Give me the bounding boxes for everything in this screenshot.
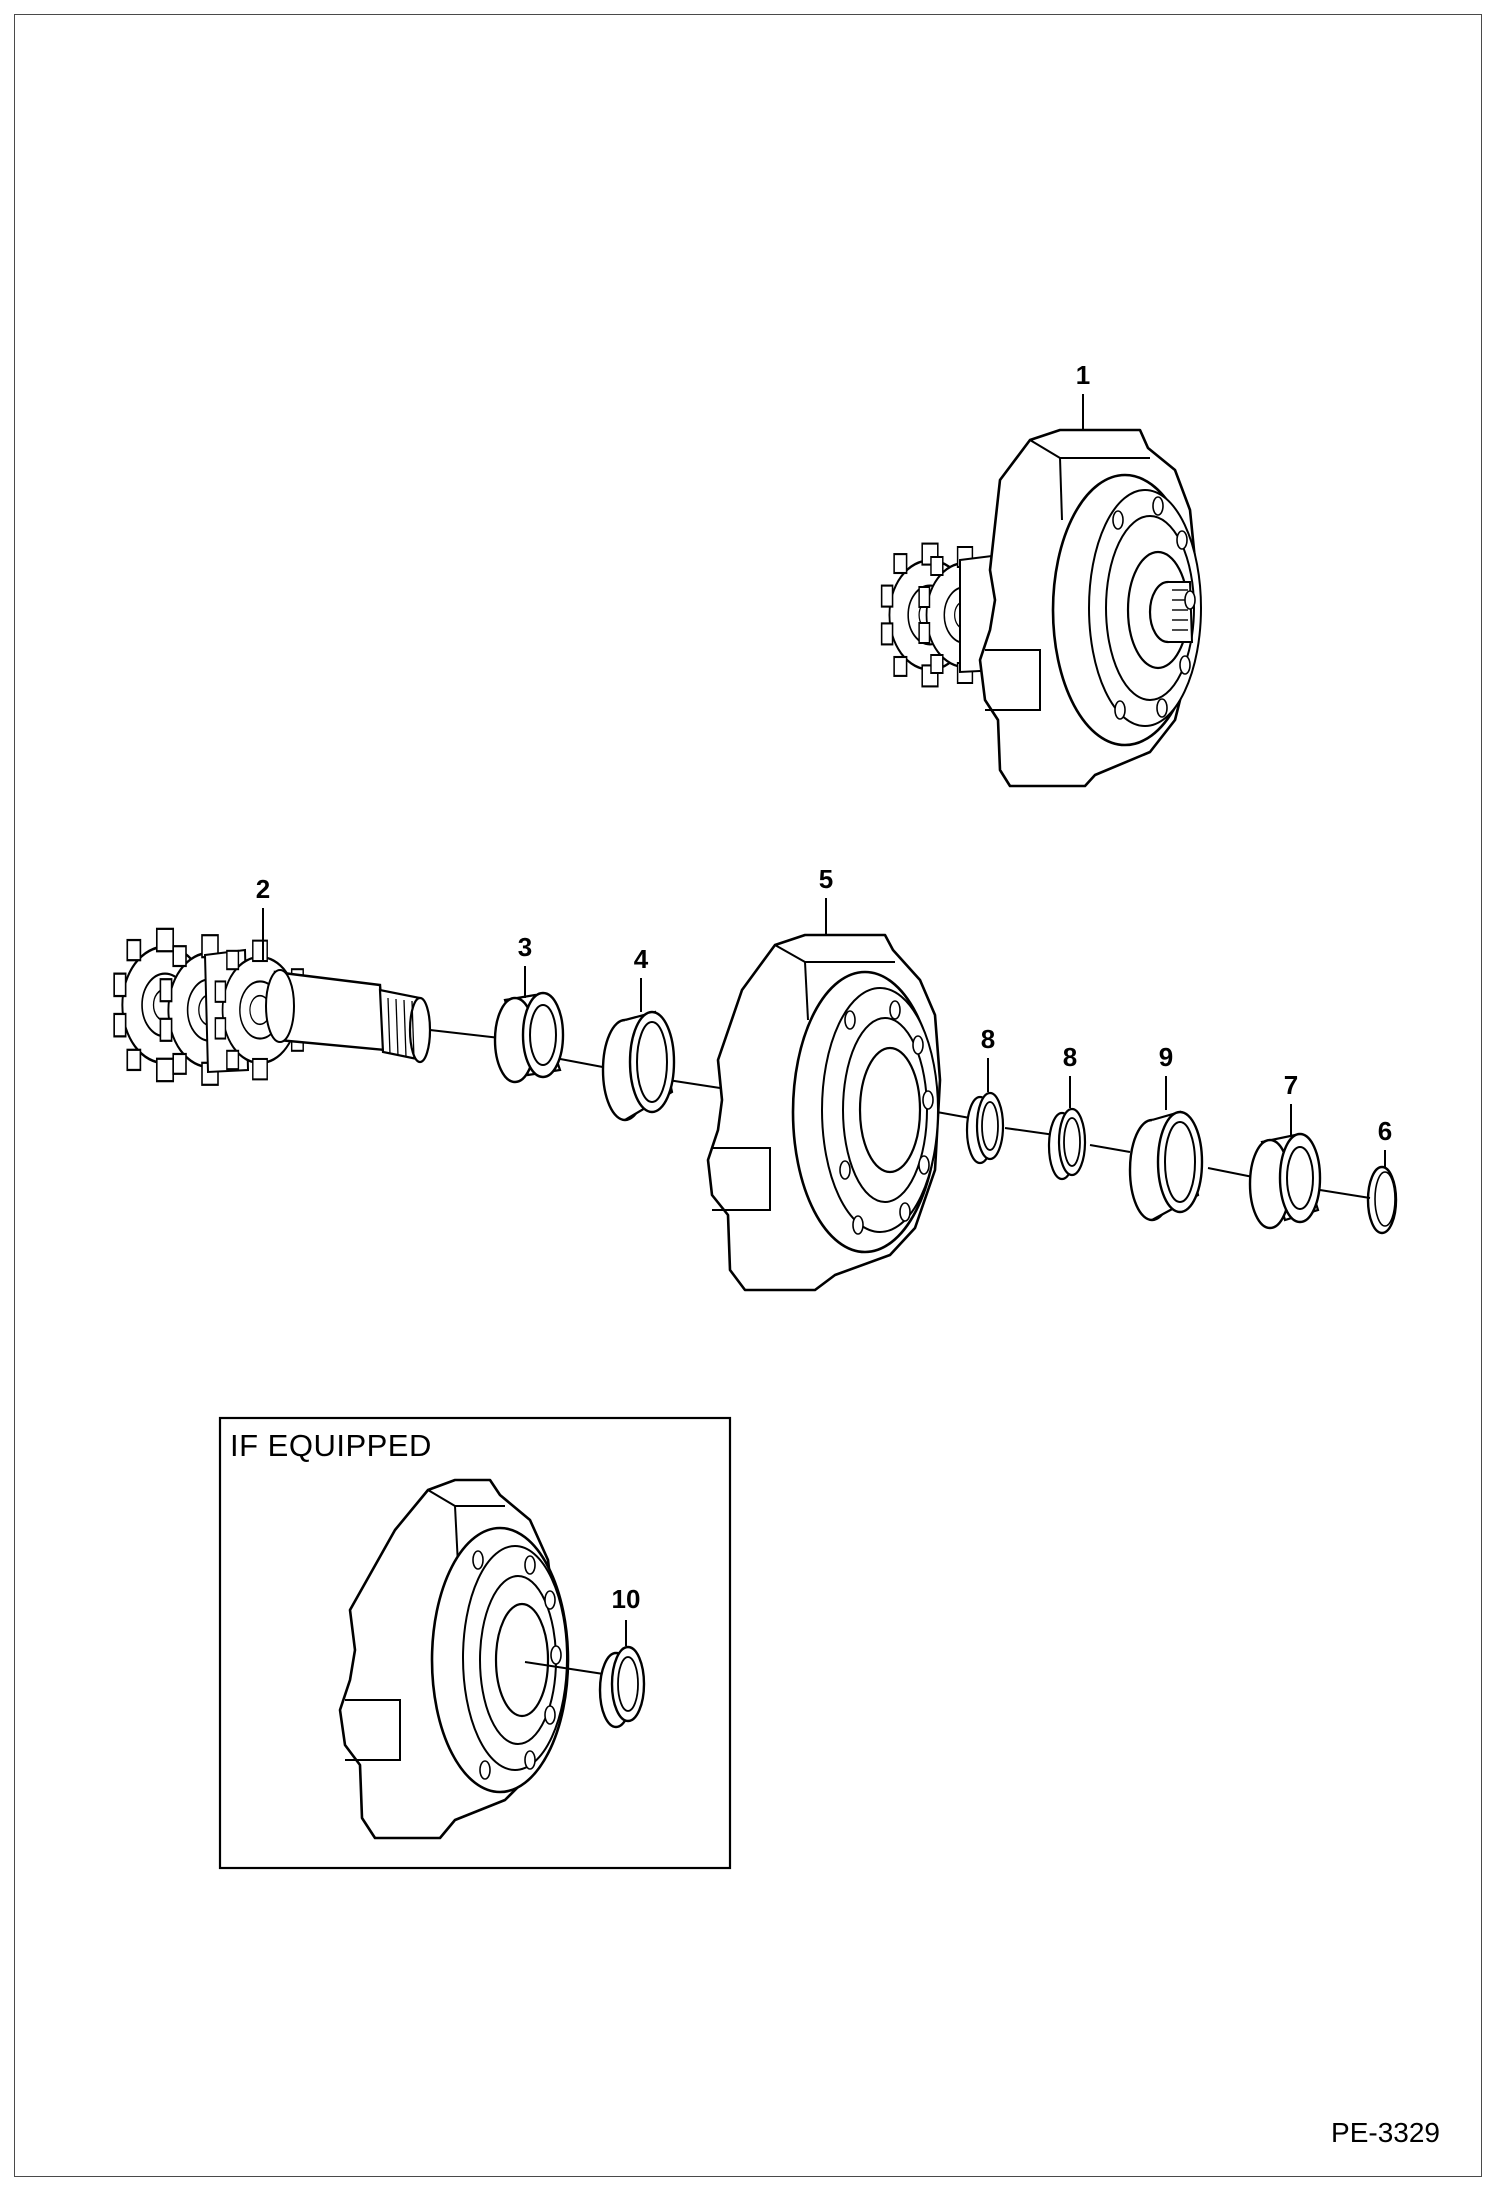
bearing-cup-4	[601, 1010, 676, 1122]
figure-code: PE-3329	[1331, 2117, 1440, 2148]
callout-1: 1	[1076, 360, 1090, 390]
seal-8a	[965, 1091, 1005, 1165]
snap-ring-6	[1366, 1165, 1398, 1235]
callout-9: 9	[1159, 1042, 1173, 1072]
bearing-3	[493, 991, 565, 1084]
exploded-row: 2 3 4	[112, 864, 1398, 1292]
drawing-frame	[14, 14, 1482, 2177]
inset-title: IF EQUIPPED	[230, 1428, 432, 1463]
callout-4: 4	[634, 944, 649, 974]
bearing-cup-9	[1128, 1110, 1204, 1222]
callout-5: 5	[819, 864, 833, 894]
callout-6: 6	[1378, 1116, 1392, 1146]
callout-7: 7	[1284, 1070, 1298, 1100]
bearing-7	[1248, 1132, 1322, 1230]
callout-8a: 8	[981, 1024, 995, 1054]
motor-housing-5	[706, 933, 942, 1292]
motor-housing-inset	[338, 1478, 570, 1840]
drive-motor-assembly: 1	[880, 360, 1202, 788]
seal-8b	[1047, 1107, 1087, 1181]
callout-8b: 8	[1063, 1042, 1077, 1072]
callout-2: 2	[256, 874, 270, 904]
sprocket-shaft	[112, 927, 432, 1087]
inset-box: 10	[218, 1416, 732, 1870]
seal-10	[598, 1645, 646, 1729]
motor-housing-1	[978, 428, 1202, 788]
callout-3: 3	[518, 932, 532, 962]
callout-10: 10	[612, 1584, 641, 1614]
